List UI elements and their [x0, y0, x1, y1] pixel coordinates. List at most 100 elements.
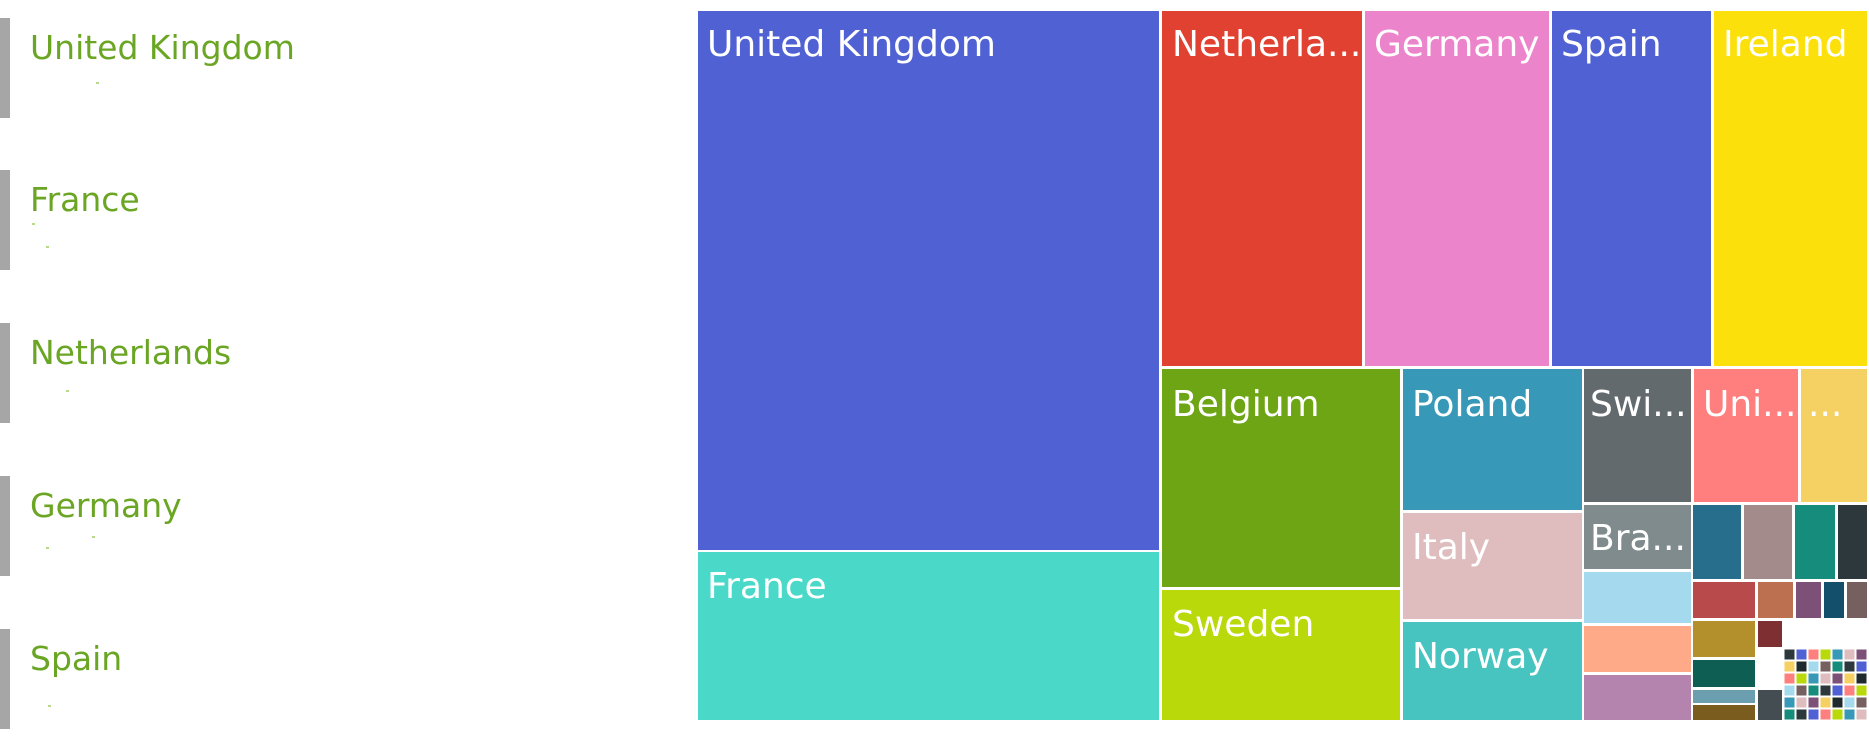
- treemap-tile[interactable]: [1160, 588, 1402, 722]
- treemap-micro-tile[interactable]: [1819, 660, 1832, 673]
- list-item-marker: [48, 705, 51, 707]
- treemap-small-tile[interactable]: [1691, 703, 1757, 722]
- treemap-micro-tile[interactable]: [1831, 696, 1844, 709]
- treemap-tile[interactable]: [1550, 9, 1713, 368]
- treemap-micro-tile[interactable]: [1783, 660, 1796, 673]
- treemap-micro-tile[interactable]: [1831, 648, 1844, 661]
- treemap-small-tile[interactable]: [1691, 658, 1757, 689]
- treemap-small-tile[interactable]: [1691, 619, 1757, 659]
- treemap-small-tile[interactable]: [1822, 580, 1846, 620]
- treemap-tile[interactable]: [1582, 367, 1693, 504]
- list-item-marker: [96, 82, 99, 84]
- treemap-small-tile[interactable]: [1756, 688, 1784, 722]
- list-item-label: Germany: [30, 486, 182, 525]
- treemap-micro-tile[interactable]: [1843, 684, 1856, 697]
- treemap-tile-label: Italy: [1412, 527, 1490, 568]
- treemap-tile-label: Spain: [1561, 24, 1662, 65]
- treemap-small-tile[interactable]: [1756, 619, 1784, 649]
- list-item-bar: [0, 170, 10, 270]
- list-item-marker: [46, 246, 49, 248]
- treemap-micro-tile[interactable]: [1795, 708, 1808, 721]
- treemap-micro-tile[interactable]: [1843, 696, 1856, 709]
- treemap-micro-tile[interactable]: [1783, 648, 1796, 661]
- treemap-small-tile[interactable]: [1691, 580, 1757, 620]
- treemap-micro-tile[interactable]: [1807, 708, 1820, 721]
- treemap-micro-tile[interactable]: [1831, 684, 1844, 697]
- treemap-micro-tile[interactable]: [1783, 672, 1796, 685]
- list-item-marker: [66, 390, 69, 392]
- list-item[interactable]: Spain: [0, 629, 600, 731]
- treemap-micro-tile[interactable]: [1795, 672, 1808, 685]
- list-item-label: Spain: [30, 639, 123, 678]
- treemap-micro-tile[interactable]: [1819, 648, 1832, 661]
- treemap-tile-label: France: [707, 566, 827, 607]
- treemap-small-tile[interactable]: [1793, 503, 1837, 581]
- treemap-micro-tile[interactable]: [1843, 672, 1856, 685]
- list-item-marker: [46, 547, 49, 549]
- treemap-micro-tile[interactable]: [1807, 660, 1820, 673]
- treemap-tile[interactable]: [696, 550, 1161, 722]
- treemap-small-tile[interactable]: [1845, 580, 1869, 620]
- treemap-micro-tile[interactable]: [1855, 672, 1868, 685]
- treemap-micro-tile[interactable]: [1855, 696, 1868, 709]
- treemap-small-tile[interactable]: [1691, 503, 1743, 581]
- treemap-micro-tile[interactable]: [1807, 672, 1820, 685]
- treemap-tile[interactable]: [1401, 511, 1584, 621]
- treemap-tile-label: Bra...: [1590, 518, 1686, 559]
- treemap-tile[interactable]: [696, 9, 1161, 552]
- treemap-micro-tile[interactable]: [1855, 648, 1868, 661]
- treemap-tile-label: United Kingdom: [707, 24, 996, 65]
- treemap-small-tile[interactable]: [1836, 503, 1869, 581]
- treemap-small-tile[interactable]: [1756, 580, 1795, 620]
- list-item-bar: [0, 323, 10, 423]
- treemap-micro-tile[interactable]: [1807, 696, 1820, 709]
- treemap-small-tile[interactable]: [1582, 624, 1693, 674]
- treemap-micro-tile[interactable]: [1795, 684, 1808, 697]
- treemap-micro-tile[interactable]: [1807, 648, 1820, 661]
- treemap-micro-tile[interactable]: [1819, 672, 1832, 685]
- treemap-tile-label: Sweden: [1172, 604, 1314, 645]
- treemap-micro-tile[interactable]: [1843, 708, 1856, 721]
- treemap-micro-tile[interactable]: [1855, 708, 1868, 721]
- list-item[interactable]: Netherlands: [0, 323, 600, 425]
- treemap-tile-label: Poland: [1412, 384, 1532, 425]
- list-item[interactable]: United Kingdom: [0, 18, 600, 120]
- treemap-tile[interactable]: [1401, 367, 1584, 512]
- treemap-micro-tile[interactable]: [1855, 684, 1868, 697]
- treemap-micro-tile[interactable]: [1843, 660, 1856, 673]
- treemap-micro-tile[interactable]: [1819, 696, 1832, 709]
- treemap-micro-tile[interactable]: [1783, 708, 1796, 721]
- treemap-micro-tile[interactable]: [1843, 648, 1856, 661]
- treemap-tile[interactable]: [1712, 9, 1869, 368]
- treemap-micro-tile[interactable]: [1795, 660, 1808, 673]
- treemap-micro-tile[interactable]: [1819, 708, 1832, 721]
- treemap-micro-tile[interactable]: [1807, 684, 1820, 697]
- treemap-tile[interactable]: [1582, 503, 1693, 571]
- treemap-small-tile[interactable]: [1742, 503, 1794, 581]
- treemap-tile-label: Uni...: [1703, 384, 1797, 425]
- treemap-micro-tile[interactable]: [1795, 648, 1808, 661]
- treemap-tile[interactable]: [1401, 620, 1584, 722]
- treemap-micro-tile[interactable]: [1831, 660, 1844, 673]
- list-item-marker: [32, 223, 35, 225]
- treemap-micro-tile[interactable]: [1831, 672, 1844, 685]
- treemap-tile[interactable]: [1160, 9, 1364, 368]
- treemap-micro-tile[interactable]: [1831, 708, 1844, 721]
- treemap-small-tile[interactable]: [1794, 580, 1823, 620]
- treemap-tile[interactable]: [1363, 9, 1551, 368]
- treemap-small-tile[interactable]: [1582, 673, 1693, 722]
- treemap-micro-tile[interactable]: [1795, 696, 1808, 709]
- list-item-label: Netherlands: [30, 333, 232, 372]
- treemap-tile-label: Norway: [1412, 636, 1549, 677]
- treemap-micro-tile[interactable]: [1819, 684, 1832, 697]
- list-item-bar: [0, 629, 10, 729]
- list-item[interactable]: France: [0, 170, 600, 272]
- treemap-micro-tile[interactable]: [1783, 684, 1796, 697]
- treemap-micro-tile[interactable]: [1783, 696, 1796, 709]
- list-item[interactable]: Germany: [0, 476, 600, 578]
- treemap-small-tile[interactable]: [1582, 570, 1693, 625]
- treemap-micro-tile[interactable]: [1855, 660, 1868, 673]
- treemap-tile[interactable]: [1799, 367, 1869, 504]
